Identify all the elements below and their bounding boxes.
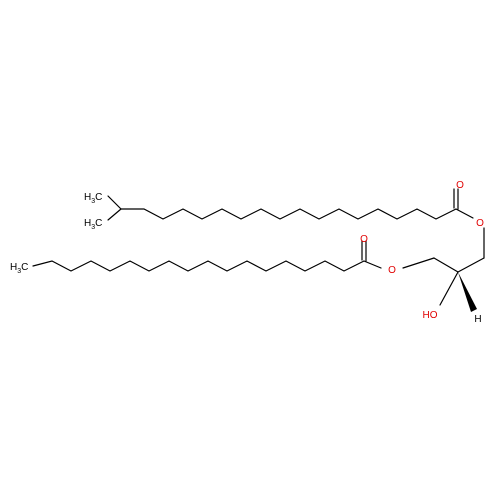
bond (107, 195, 122, 210)
lower-chain-backbone (32, 260, 365, 272)
ester-bond (455, 208, 474, 219)
atom-labels: H3C H3C H3C O O O O HO H (10, 180, 484, 325)
stereo-wedge (458, 272, 477, 312)
methyl-label-lower: H3C (10, 262, 28, 275)
lower-acyl-chain (32, 240, 382, 272)
bond (107, 208, 122, 221)
hydroxyl-bond (439, 271, 459, 306)
upper-chain-backbone (120, 208, 457, 220)
stereo-hydrogen-label: H (474, 314, 481, 325)
methyl-label-top: H3C (84, 192, 102, 205)
ester-oxygen-upper: O (476, 218, 484, 229)
carbonyl-oxygen-upper: O (456, 180, 464, 191)
carbonyl-oxygen-lower: O (360, 234, 368, 245)
glycerol-backbone (402, 227, 485, 312)
methyl-label-branch: H3C (84, 218, 102, 231)
hydroxyl-label: HO (423, 310, 438, 321)
bond (402, 257, 435, 269)
ester-bond (363, 260, 382, 269)
upper-acyl-chain (107, 188, 474, 221)
ester-oxygen-lower: O (388, 265, 396, 276)
bond (457, 257, 485, 273)
bond (433, 257, 459, 273)
